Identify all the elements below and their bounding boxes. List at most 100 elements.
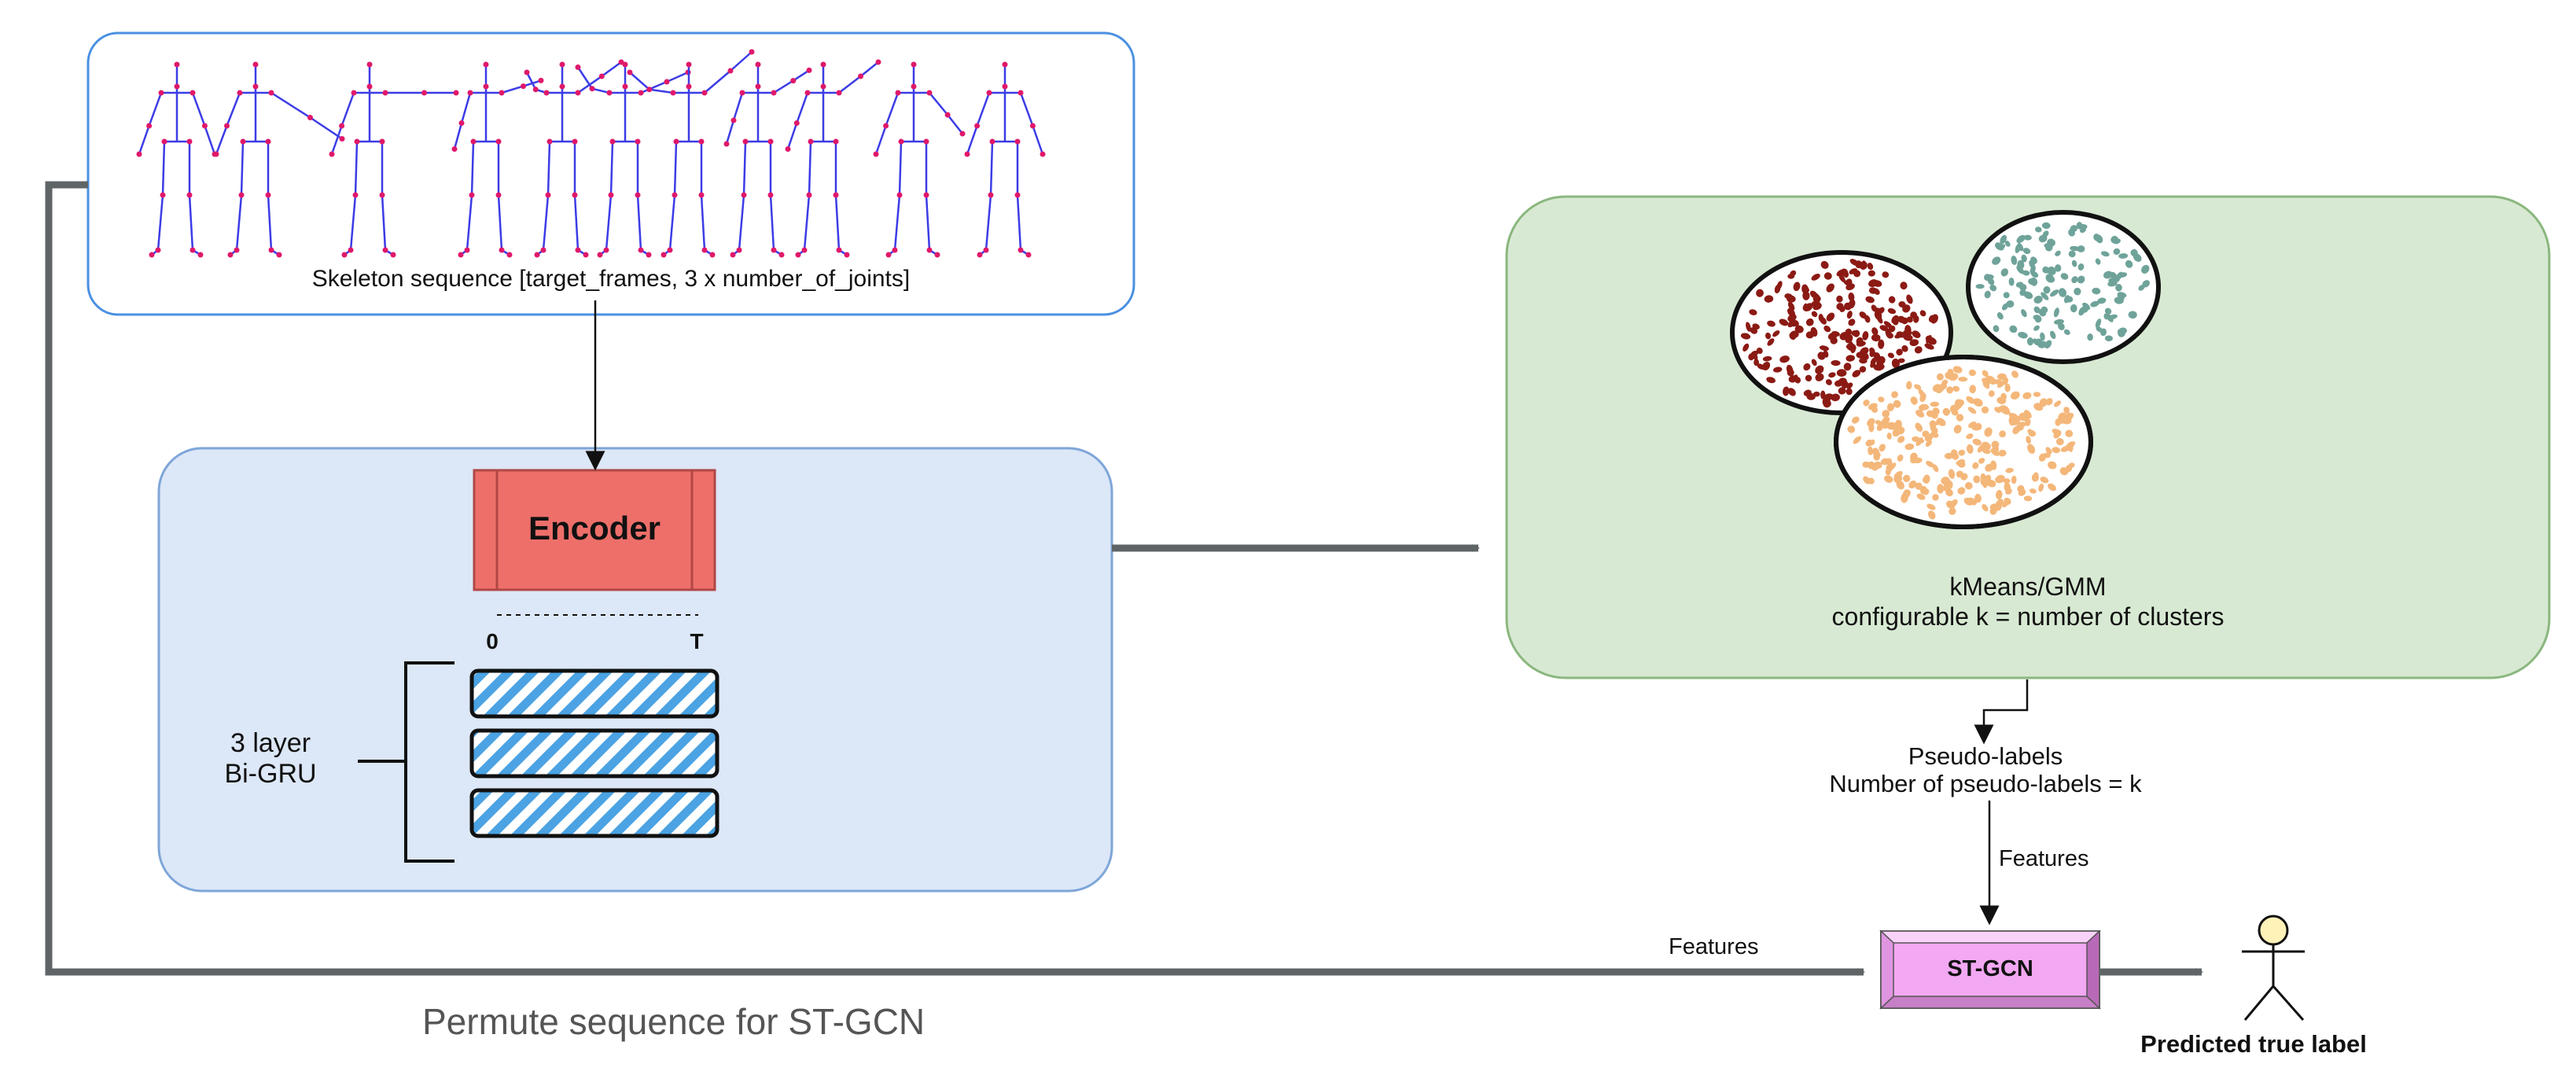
cluster-point: [1893, 474, 1903, 484]
cluster-point: [2030, 277, 2038, 286]
cluster-point: [1897, 436, 1905, 444]
cluster-point: [1926, 503, 1936, 510]
cluster-point: [1963, 497, 1974, 506]
cluster-point: [1946, 386, 1954, 394]
cluster-point: [1776, 281, 1783, 289]
cluster-point: [2100, 251, 2110, 257]
skeleton-figure: [627, 49, 755, 258]
cluster-point: [1858, 352, 1866, 359]
cluster-point: [2033, 296, 2043, 304]
cluster-point: [1868, 461, 1875, 469]
cluster-point: [1896, 348, 1903, 356]
cluster-point: [1924, 343, 1934, 350]
cluster-point: [1973, 475, 1981, 484]
cluster-point: [2038, 483, 2044, 492]
cluster-point: [2097, 297, 2107, 304]
cluster-point: [2045, 274, 2055, 283]
cluster-point: [2023, 234, 2032, 241]
cluster-point: [1750, 350, 1759, 356]
cluster-point: [1995, 475, 2005, 484]
cluster-point: [1910, 311, 1918, 319]
cluster-point: [1787, 369, 1794, 377]
cluster-point: [2024, 418, 2031, 426]
cluster-point: [2048, 461, 2057, 469]
cluster-point: [1956, 414, 1964, 422]
cluster-point: [1936, 373, 1944, 381]
stgcn-block: [1879, 930, 2101, 1010]
cluster-point: [1779, 318, 1789, 326]
cluster-point: [1992, 256, 2001, 265]
cluster-point: [2071, 260, 2077, 267]
cluster-point: [1823, 272, 1832, 280]
cluster-point: [1802, 291, 1810, 300]
cluster-point: [2027, 429, 2034, 435]
cluster-point: [1994, 242, 2004, 251]
features-label-top: Features: [1999, 846, 2089, 871]
cluster-point: [2034, 315, 2042, 323]
cluster-point: [1767, 338, 1775, 346]
cluster-point: [1928, 315, 1936, 322]
cluster-point: [1966, 444, 1974, 454]
cluster-point: [2142, 280, 2151, 288]
cluster-point: [1869, 439, 1875, 446]
cluster-point: [2027, 444, 2036, 454]
cluster-point: [1805, 303, 1813, 311]
cluster-point: [1974, 493, 1982, 503]
cluster-point: [1845, 334, 1853, 344]
cluster-point: [1846, 388, 1853, 396]
cluster-point: [2045, 447, 2052, 455]
cluster-point: [2104, 307, 2112, 315]
cluster-point: [1945, 488, 1953, 497]
skeleton-figure: [723, 61, 812, 258]
cluster-point: [2044, 243, 2052, 248]
cluster-point: [1996, 312, 2004, 320]
cluster-point: [1893, 399, 1901, 408]
cluster-point: [1909, 339, 1919, 347]
cluster-point: [1827, 333, 1837, 341]
cluster-point: [1869, 347, 1875, 354]
cluster-point: [2008, 416, 2015, 426]
cluster-point: [2040, 332, 2045, 341]
cluster-point: [1862, 331, 1869, 341]
cluster-point: [1838, 274, 1846, 283]
cluster-point: [1823, 326, 1831, 333]
cluster-point: [1867, 263, 1874, 271]
cluster-point: [1855, 260, 1863, 269]
cluster-point: [1958, 377, 1968, 382]
cluster-point: [2040, 477, 2049, 484]
cluster-teal: [1966, 210, 2161, 364]
cluster-point: [1937, 484, 1945, 494]
cluster-point: [1915, 422, 1923, 432]
cluster-point: [2118, 253, 2129, 259]
cluster-point: [1919, 403, 1930, 410]
cluster-point: [1806, 392, 1816, 400]
cluster-point: [1815, 373, 1824, 381]
cluster-point: [1977, 444, 1985, 453]
cluster-point: [2043, 286, 2051, 294]
cluster-point: [2030, 256, 2037, 264]
cluster-point: [2065, 412, 2074, 421]
cluster-point: [1764, 295, 1774, 303]
cluster-point: [1790, 319, 1798, 327]
cluster-point: [1950, 449, 1958, 456]
cluster-point: [2141, 264, 2150, 274]
cluster-point: [2048, 266, 2056, 275]
cluster-point: [2104, 335, 2113, 342]
cluster-point: [2039, 398, 2048, 407]
cluster-point: [1787, 273, 1795, 279]
cluster-point: [1993, 325, 2000, 333]
cluster-point: [2063, 329, 2070, 336]
cluster-point: [1949, 405, 1957, 414]
cluster-point: [1902, 304, 1911, 313]
cluster-point: [2041, 222, 2051, 230]
cluster-point: [2049, 330, 2056, 340]
cluster-point: [1919, 392, 1926, 403]
stgcn-label: ST-GCN: [1947, 956, 2033, 981]
cluster-point: [1886, 403, 1894, 412]
cluster-point: [1964, 482, 1973, 490]
cluster-point: [1787, 388, 1796, 396]
cluster-point: [2070, 304, 2077, 313]
cluster-point: [1915, 410, 1925, 418]
cluster-point: [2004, 497, 2011, 505]
